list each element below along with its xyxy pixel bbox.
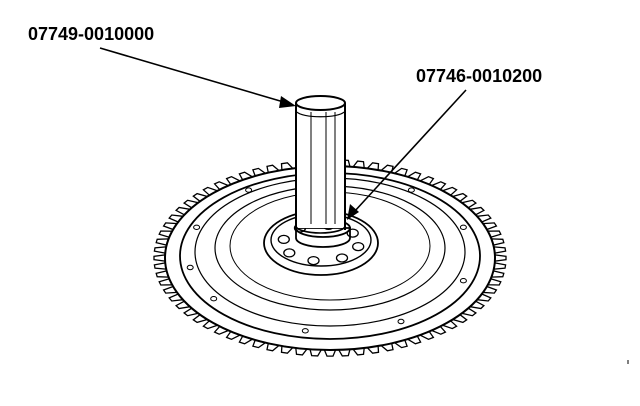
mounting-hole bbox=[245, 187, 253, 193]
mounting-hole bbox=[186, 264, 194, 271]
callout-label-driver-handle: 07749-0010000 bbox=[28, 24, 154, 44]
mounting-hole bbox=[301, 328, 309, 334]
bolt-hole bbox=[352, 241, 365, 252]
mounting-hole bbox=[210, 296, 218, 302]
mounting-hole bbox=[407, 187, 415, 193]
leader-arrow-attachment bbox=[347, 89, 467, 220]
bolt-hole bbox=[307, 255, 320, 266]
driver-handle bbox=[295, 95, 346, 234]
leader-arrow-driver-handle bbox=[99, 47, 296, 108]
bolt-hole bbox=[277, 234, 290, 245]
bolt-hole bbox=[335, 253, 349, 263]
mounting-hole bbox=[193, 224, 201, 231]
gear-tooth bbox=[494, 254, 507, 262]
mounting-hole bbox=[397, 318, 405, 325]
bolt-hole bbox=[283, 248, 296, 258]
gear-tooth bbox=[153, 254, 166, 262]
callout-label-attachment: 07746-0010200 bbox=[416, 66, 542, 86]
mounting-hole bbox=[459, 278, 467, 284]
mounting-hole bbox=[459, 224, 467, 231]
